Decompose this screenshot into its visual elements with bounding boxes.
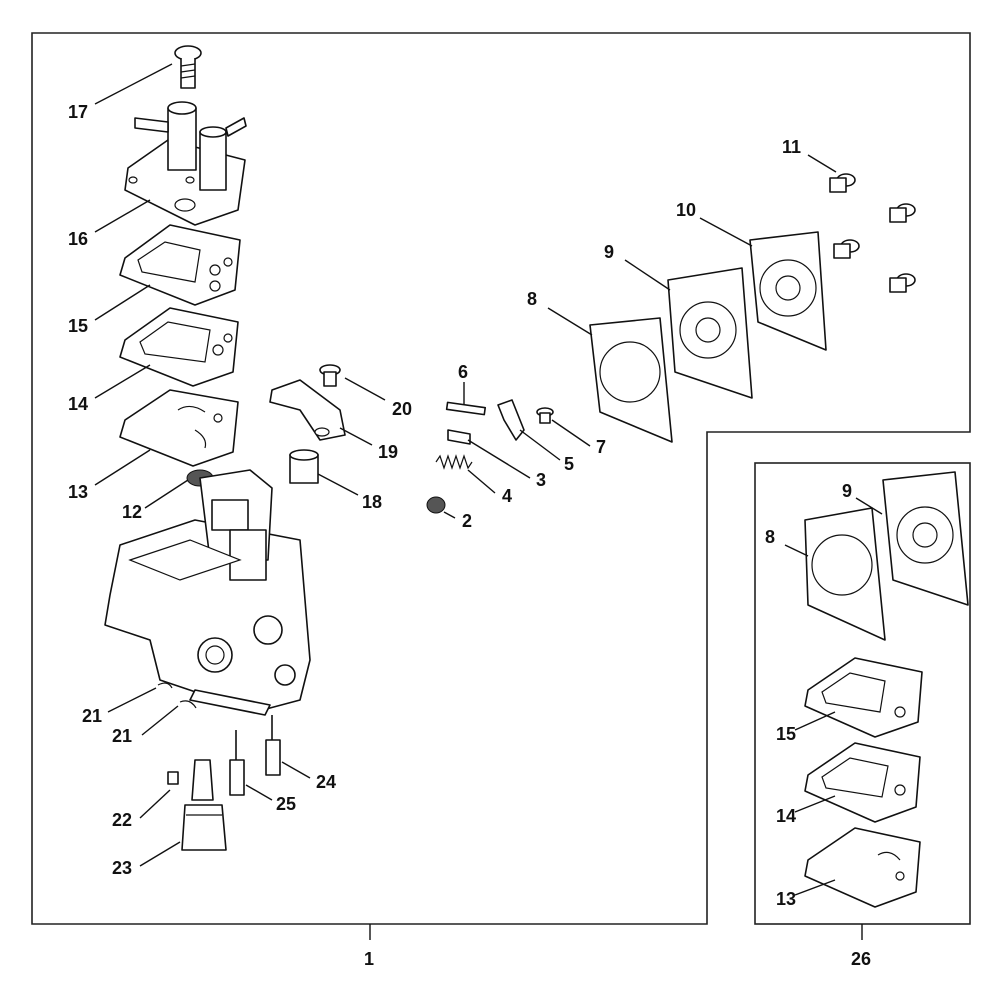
- kit-callout-13: 13: [776, 889, 796, 909]
- callout-21-b: 21: [112, 726, 132, 746]
- callout-13: 13: [68, 482, 88, 502]
- callout-5: 5: [564, 454, 574, 474]
- kit-part-15-gasket: [804, 657, 923, 738]
- kit-callout-9: 9: [842, 481, 852, 501]
- callout-18: 18: [362, 492, 382, 512]
- callout-6: 6: [458, 362, 468, 382]
- part-11-screws: [829, 173, 916, 293]
- assembly-label: 1: [364, 949, 374, 969]
- callout-10: 10: [676, 200, 696, 220]
- part-17-screw: [174, 45, 202, 89]
- part-4-spring: [435, 454, 473, 470]
- part-25-adjust-needle: [229, 730, 245, 796]
- main-assembly-frame: [31, 32, 971, 925]
- callout-12: 12: [122, 502, 142, 522]
- kit-callout-8: 8: [765, 527, 775, 547]
- callout-7: 7: [596, 437, 606, 457]
- part-18-bushing: [289, 449, 319, 484]
- part-16-pump-cover: [124, 101, 247, 226]
- callout-9: 9: [604, 242, 614, 262]
- leader-lines: [94, 63, 883, 896]
- part-7-screw: [536, 407, 554, 424]
- part-6-pin: [445, 401, 487, 416]
- callout-14: 14: [68, 394, 88, 414]
- part-24-adjust-needle: [265, 715, 281, 776]
- part-2-nut: [426, 496, 446, 514]
- callout-8: 8: [527, 289, 537, 309]
- callout-22: 22: [112, 810, 132, 830]
- kit-callout-14: 14: [776, 806, 796, 826]
- callout-23: 23: [112, 858, 132, 878]
- callout-16: 16: [68, 229, 88, 249]
- kit-label: 26: [851, 949, 871, 969]
- part-9-diaphragm: [667, 267, 753, 399]
- part-20-screw: [319, 364, 341, 387]
- part-3-inlet-needle: [447, 429, 471, 445]
- kit-part-13-gasket: [804, 827, 921, 908]
- part-5-inlet-lever: [497, 399, 525, 441]
- callout-3: 3: [536, 470, 546, 490]
- kit-part-8-gasket: [804, 507, 886, 641]
- kit-callout-15: 15: [776, 724, 796, 744]
- part-21-clip-b: [179, 700, 197, 709]
- callout-15: 15: [68, 316, 88, 336]
- part-21-clip-a: [157, 682, 173, 689]
- part-23-limiter-cap: [181, 759, 227, 851]
- callout-11: 11: [782, 137, 801, 157]
- part-13-gasket: [119, 389, 239, 467]
- part-22-plug: [167, 771, 179, 785]
- callout-20: 20: [392, 399, 412, 419]
- callout-19: 19: [378, 442, 398, 462]
- callout-25: 25: [276, 794, 296, 814]
- callout-17: 17: [68, 102, 88, 122]
- carburetor-body: [104, 469, 311, 716]
- part-19-lever: [269, 379, 346, 441]
- part-10-diaphragm-cover: [749, 231, 827, 351]
- callout-2: 2: [462, 511, 472, 531]
- callout-21-a: 21: [82, 706, 102, 726]
- kit-part-9-diaphragm: [882, 471, 969, 606]
- kit-part-14-diaphragm: [804, 742, 921, 823]
- part-8-gasket: [589, 317, 673, 443]
- callout-4: 4: [502, 486, 512, 506]
- part-14-diaphragm: [119, 307, 239, 387]
- callout-24: 24: [316, 772, 336, 792]
